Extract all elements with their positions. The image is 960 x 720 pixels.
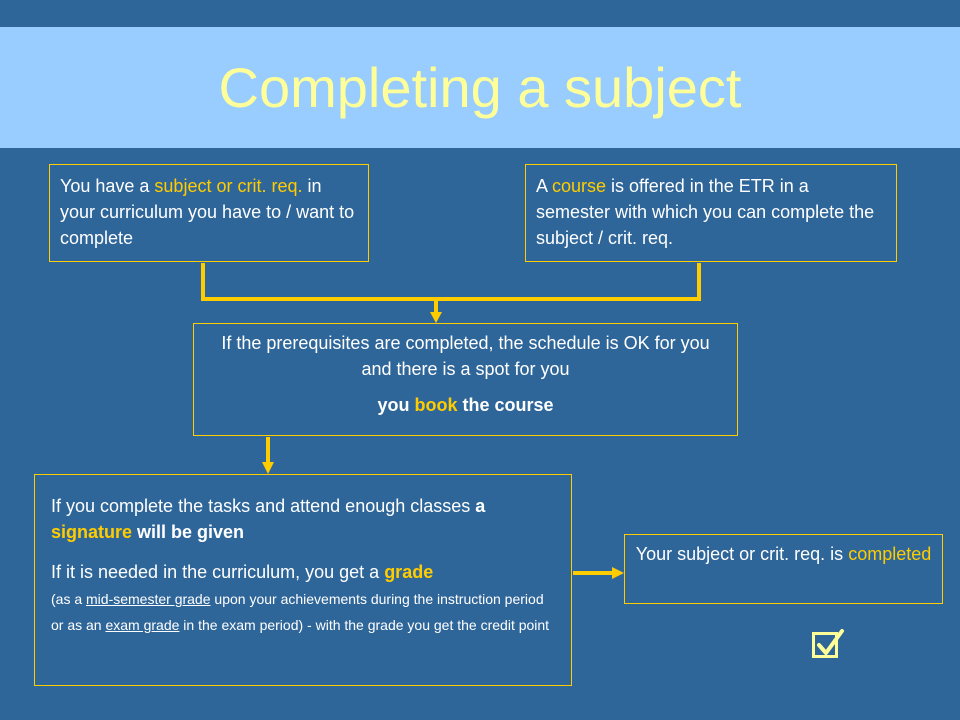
arrowhead-book: [430, 312, 442, 323]
booking-box: If the prerequisites are completed, the …: [193, 323, 738, 436]
course-text-2: is offered in the ETR in a semester with…: [536, 176, 875, 248]
signature-text-1: If you complete the tasks and attend eno…: [51, 496, 476, 516]
grade-detail-2: upon your achievements during the instru…: [51, 591, 544, 633]
arrowhead-sign: [262, 462, 274, 474]
booking-action-text-2: the course: [457, 395, 554, 415]
slide-title: Completing a subject: [218, 56, 742, 119]
course-box: A course is offered in the ETR in a seme…: [525, 164, 897, 262]
completed-text-1: Your subject or crit. req. is: [635, 544, 849, 564]
signature-highlight: signature: [51, 522, 133, 542]
title-band: Completing a subject: [0, 27, 960, 148]
grade-paragraph: If it is needed in the curriculum, you g…: [51, 559, 555, 637]
booking-action-text-1: you: [377, 395, 415, 415]
completed-highlight: completed: [848, 544, 932, 564]
booking-condition-text: If the prerequisites are completed, the …: [221, 333, 710, 379]
grade-highlight: grade: [384, 562, 434, 582]
check-mark-icon: [817, 629, 844, 655]
checked-box-icon: [812, 629, 844, 658]
signature-grade-box: If you complete the tasks and attend eno…: [34, 474, 572, 686]
grade-detail-underline-1: mid-semester grade: [86, 591, 211, 607]
subject-text-2: in your curriculum you have to / want to…: [60, 176, 355, 248]
grade-detail-underline-2: exam grade: [105, 617, 180, 633]
booking-highlight: book: [414, 395, 458, 415]
completed-box: Your subject or crit. req. is completed: [624, 534, 943, 604]
subject-highlight: subject or crit. req.: [154, 176, 303, 196]
course-text-1: A: [536, 176, 553, 196]
subject-text-1: You have a: [60, 176, 155, 196]
connector-merge: [201, 263, 701, 301]
grade-detail-3: in the exam period) - with the grade you…: [179, 617, 550, 633]
signature-text-3: will be given: [132, 522, 245, 542]
booking-action-line: you book the course: [204, 392, 727, 418]
signature-text-2: a: [475, 496, 486, 516]
grade-detail-1: (as a: [51, 591, 87, 607]
subject-box: You have a subject or crit. req. in your…: [49, 164, 369, 262]
signature-paragraph: If you complete the tasks and attend eno…: [51, 493, 555, 545]
arrowhead-done: [612, 567, 624, 579]
grade-text-1: If it is needed in the curriculum, you g…: [51, 562, 385, 582]
course-highlight: course: [552, 176, 607, 196]
